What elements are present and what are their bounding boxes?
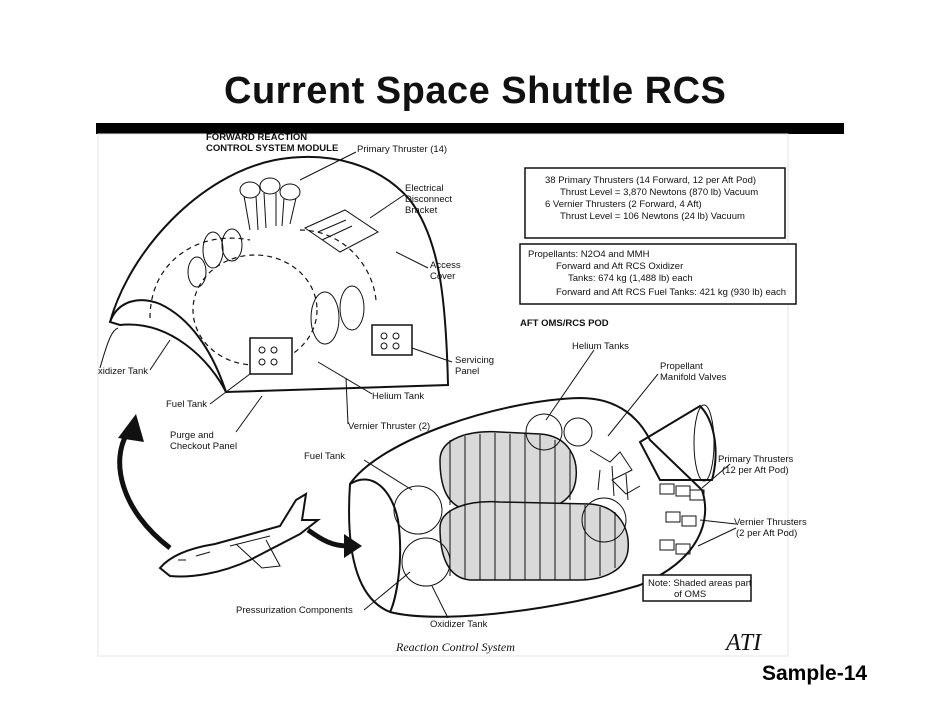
forward-module-heading: CONTROL SYSTEM MODULE [206,143,338,154]
label-electrical-3: Bracket [405,205,438,216]
propellants-line-3: Tanks: 674 kg (1,488 lb) each [568,273,693,284]
label-access-1: Access [430,260,461,271]
label-vernier-thrusters-2: (2 per Aft Pod) [736,528,797,539]
curved-arrow-to-forward-module [117,430,172,550]
label-fuel-tank-forward: Fuel Tank [166,399,207,410]
title-rule [96,123,844,134]
label-propellant-1: Propellant [660,361,703,372]
propellants-line-4: Forward and Aft RCS Fuel Tanks: 421 kg (… [556,287,786,298]
slide-title: Current Space Shuttle RCS [224,70,727,112]
thrusters-box [524,167,786,239]
label-access-2: Cover [430,271,455,282]
curved-arrow-head [118,414,144,442]
label-purge-2: Checkout Panel [170,441,237,452]
label-propellant-2: Manifold Valves [660,372,727,383]
label-purge-1: Purge and [170,430,214,441]
label-fuel-tank-aft: Fuel Tank [304,451,345,462]
propellants-line-1: Propellants: N2O4 and MMH [528,249,650,260]
space-shuttle-orbiter-drawing [158,492,321,578]
thrusters-line-4: Thrust Level = 106 Newtons (24 lb) Vacuu… [560,211,745,222]
note-line-2: of OMS [674,589,706,600]
thrusters-line-2: Thrust Level = 3,870 Newtons (870 lb) Va… [560,187,758,198]
label-primary-thruster: Primary Thruster (14) [357,144,447,155]
label-servicing-2: Panel [455,366,479,377]
label-vernier-thruster: Vernier Thruster (2) [348,421,430,432]
note-box [642,574,752,602]
slide-number: Sample-14 [762,662,868,685]
propellants-line-2: Forward and Aft RCS Oxidizer [556,261,683,272]
label-primary-thrusters-1: Primary Thrusters [718,454,794,465]
label-oxidizer-tank-aft: Oxidizer Tank [430,619,488,630]
label-servicing-1: Servicing [455,355,494,366]
aft-pod-heading: AFT OMS/RCS POD [520,318,609,329]
label-pressurization: Pressurization Components [236,605,353,616]
diagram-caption: Reaction Control System [395,640,515,654]
thrusters-line-3: 6 Vernier Thrusters (2 Forward, 4 Aft) [545,199,702,210]
thrusters-line-1: 38 Primary Thrusters (14 Forward, 12 per… [545,175,756,186]
forward-module-cutoff-heading: FORWARD REACTION [206,132,307,143]
aft-oms-rcs-pod-drawing [348,349,737,619]
label-oxidizer-tank-forward: xidizer Tank [98,366,148,377]
label-primary-thrusters-2: (12 per Aft Pod) [722,465,789,476]
forward-rcs-module-drawing [99,151,453,433]
propellants-box [519,243,797,305]
note-line-1: Note: Shaded areas part [648,578,752,589]
label-electrical-2: Disconnect [405,194,452,205]
arrow-to-aft-pod-head [344,534,362,558]
label-electrical-1: Electrical [405,183,444,194]
label-helium-tank: Helium Tank [372,391,424,402]
label-helium-tanks: Helium Tanks [572,341,629,352]
label-vernier-thrusters-1: Vernier Thrusters [734,517,807,528]
ati-logo: ATI [724,630,762,656]
